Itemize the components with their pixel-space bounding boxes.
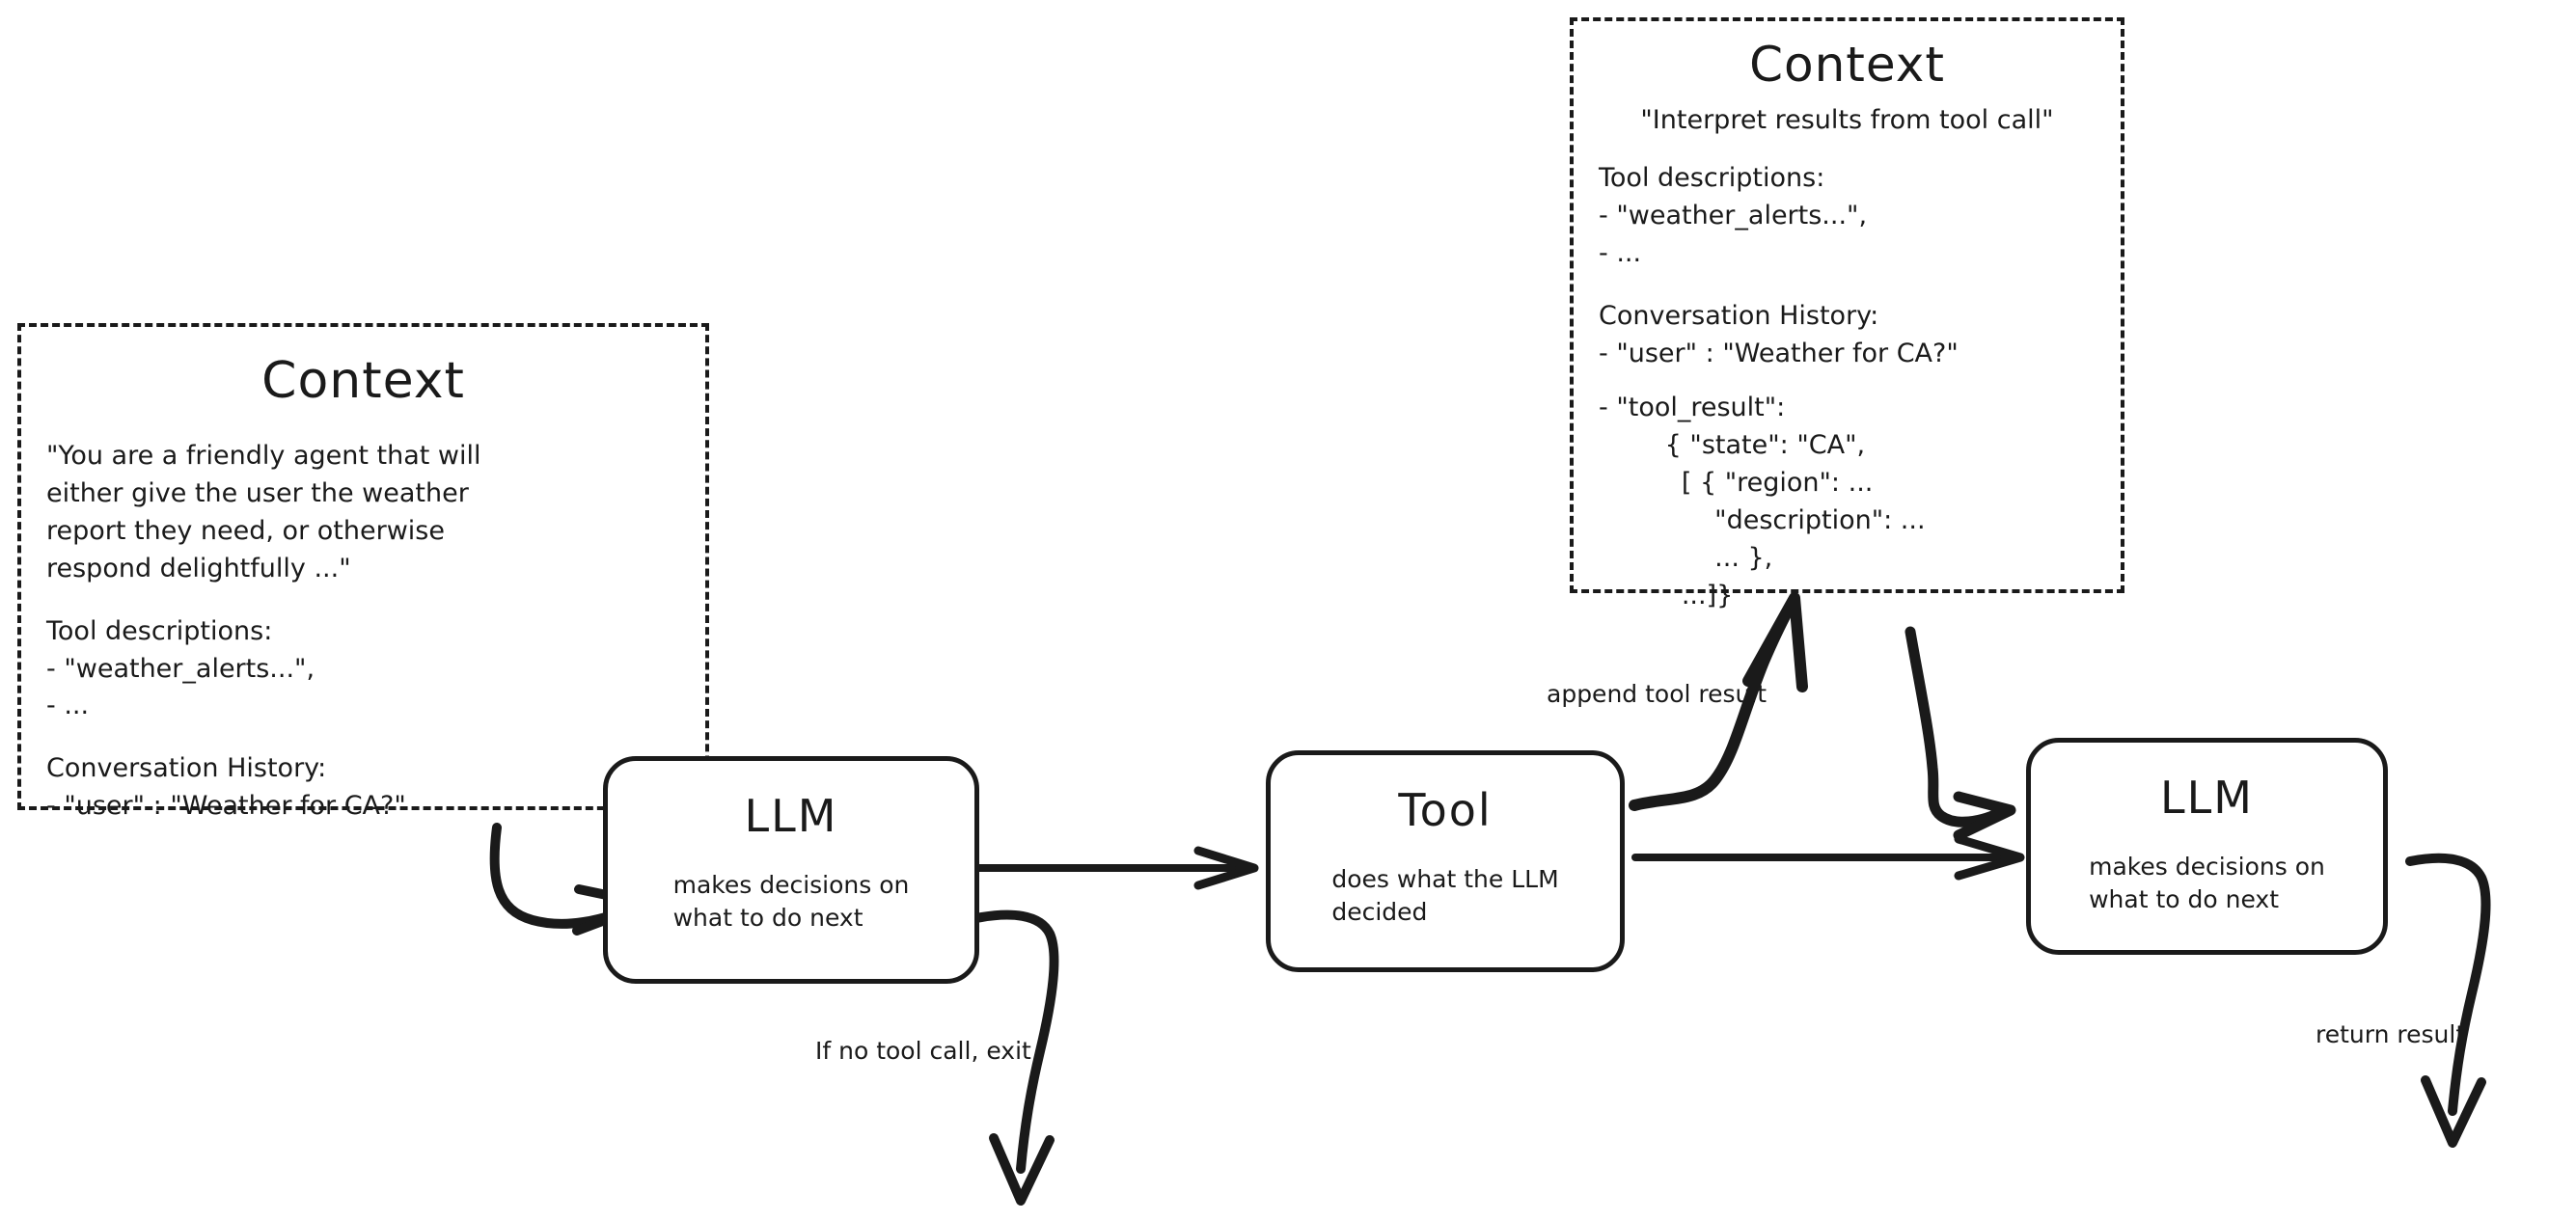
edge-tool-to-llm2-arrow [1631,834,2025,881]
context-box-left: Context "You are a friendly agent that w… [17,323,709,821]
edge-label-return-result: return result [2316,1020,2466,1048]
context-left-conversation-items: - "user" : "Weather for CA?" [46,791,406,822]
edge-llm1-exit-arrow [972,909,1059,1206]
context-right-conversation-user: - "user" : "Weather for CA?" [1599,338,1959,368]
context-right-tool-descriptions-items: - "weather_alerts...", - ... [1599,200,1868,268]
edge-llm1-to-tool-arrow [968,846,1259,890]
node-llm-second-title: LLM [2160,772,2254,824]
context-right-title: Context [1749,37,1945,93]
node-llm-second[interactable]: LLM makes decisions on what to do next [2026,738,2388,955]
context-left-system-prompt: "You are a friendly agent that will eith… [46,441,481,583]
edge-llm2-return-arrow [2405,853,2491,1148]
context-left-conversation-heading: Conversation History: [46,753,327,784]
context-right-conversation-heading: Conversation History: [1599,300,1879,331]
edge-tool-to-context-right-arrow [1629,592,1808,811]
node-llm-first-subtitle: makes decisions on what to do next [672,871,910,932]
edge-context-right-to-llm2-arrow [1905,626,2016,841]
node-tool[interactable]: Tool does what the LLM decided [1266,750,1625,972]
node-llm-second-subtitle: makes decisions on what to do next [2089,853,2325,913]
edge-label-if-no-tool-call-exit: If no tool call, exit [815,1037,1031,1065]
node-tool-title: Tool [1398,784,1493,836]
context-right-system-prompt: "Interpret results from tool call" [1640,105,2054,135]
node-llm-first-title: LLM [744,790,838,842]
context-left-title: Context [261,352,465,410]
context-right-tool-descriptions-heading: Tool descriptions: [1599,163,1825,193]
context-right-conversation-tool-result: - "tool_result": { "state": "CA", [ { "r… [1599,393,1926,610]
edge-label-append-tool-result: append tool result [1547,680,1768,708]
context-left-tool-descriptions-heading: Tool descriptions: [46,615,273,646]
context-left-tool-descriptions-items: - "weather_alerts...", - ... [46,653,315,721]
node-llm-first[interactable]: LLM makes decisions on what to do next [603,756,979,984]
node-tool-subtitle: does what the LLM decided [1331,865,1559,926]
context-box-right: Context "Interpret results from tool cal… [1570,17,2124,610]
